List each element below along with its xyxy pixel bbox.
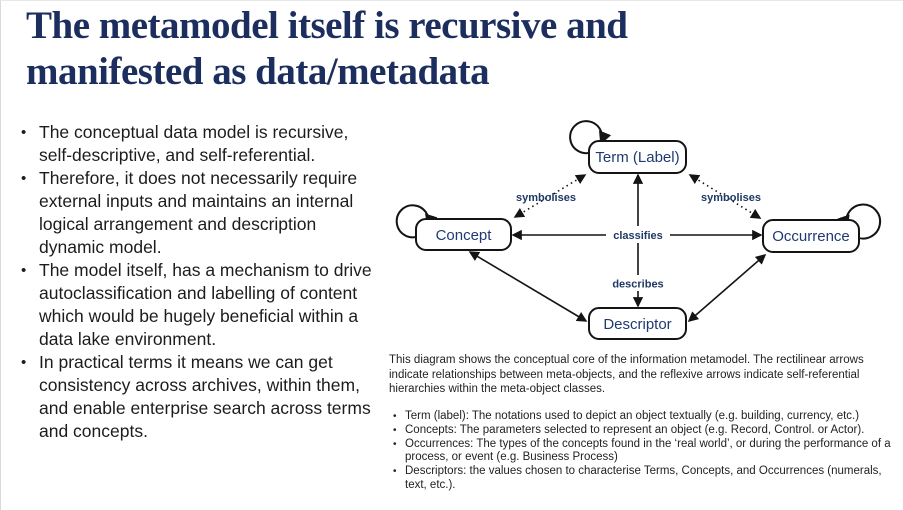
list-item: Descriptors: the values chosen to charac… [391,465,903,493]
edge-symbolises-right-arrow [688,174,762,219]
edge-concept-descriptor-arrow [468,251,588,322]
node-box [762,219,860,253]
node-label: Descriptor [603,316,671,333]
edge-label-classifies: classifies [613,230,663,242]
edge-symbolises-left-arrow [513,174,587,218]
definition-bullet-list: Term (label): The notations used to depi… [391,410,903,493]
edge-label-symbolises-right: symbolises [701,192,761,204]
diagram-caption: This diagram shows the conceptual core o… [389,354,864,395]
list-item: Concepts: The parameters selected to rep… [391,424,903,438]
node-label: Term (Label) [595,149,679,166]
node-label: Concept [436,227,493,244]
self-loop-arrow-concept [395,204,438,239]
list-item: Occurrences: The types of the concepts f… [391,438,903,466]
list-item: In practical terms it means we can get c… [17,351,375,443]
list-item: Term (label): The notations used to depi… [391,410,903,424]
edge-label-classifies-bg [606,226,670,243]
node-label: Occurrence [772,228,850,245]
page-title-line2: manifested as data/metadata [26,50,490,93]
metamodel-diagram: symbolises symbolises classifies describ… [395,120,882,340]
diagram-node-term: Term (Label) [588,140,687,174]
edge-descriptor-occurrence-arrow [687,253,767,323]
node-box [588,307,687,340]
list-item: The model itself, has a mechanism to dri… [17,259,375,351]
edge-label-symbolises-left: symbolises [516,192,576,204]
list-item: The conceptual data model is recursive, … [17,121,375,167]
diagram-node-occurrence: Occurrence [762,219,860,253]
node-box [588,140,687,174]
diagram-node-descriptor: Descriptor [588,307,687,340]
left-bullet-list: The conceptual data model is recursive, … [17,121,375,443]
edge-label-describes: describes [612,279,663,291]
edge-label-describes-bg [610,275,666,291]
self-loop-arrow-term [569,120,612,155]
list-item: Therefore, it does not necessarily requi… [17,167,375,259]
page-title-line1: The metamodel itself is recursive and [26,4,628,47]
self-loop-arrow-occurrence [837,203,882,240]
node-box [415,218,512,251]
diagram-node-concept: Concept [415,218,512,251]
